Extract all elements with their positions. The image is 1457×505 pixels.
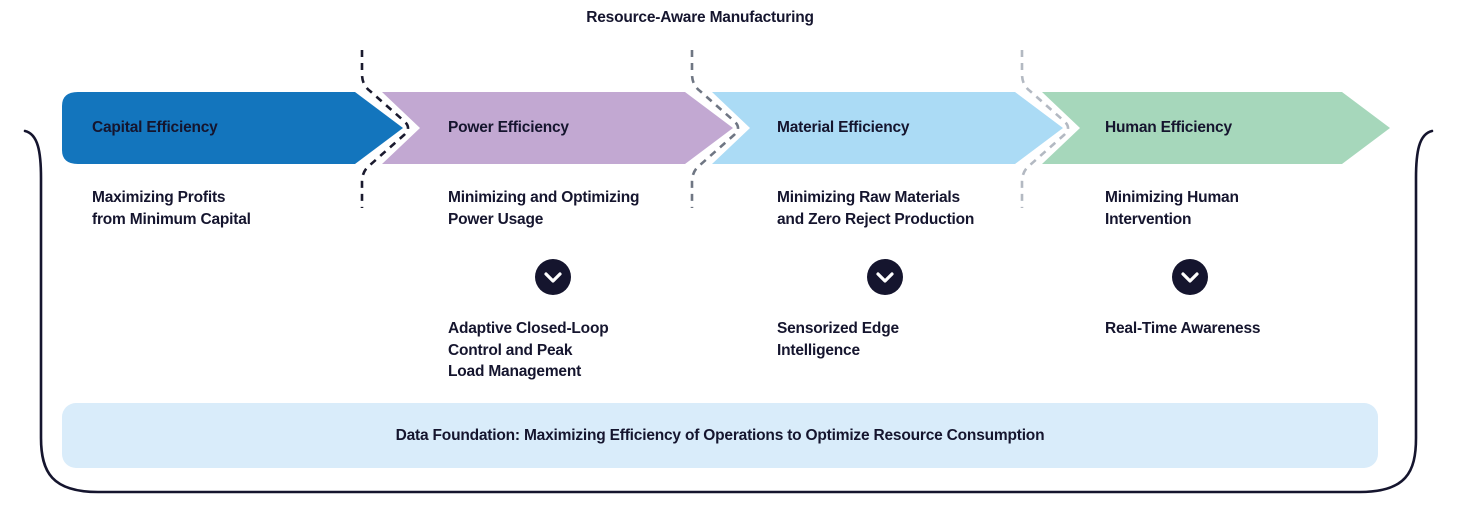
chevron-down-icon [1172, 259, 1208, 295]
divider-dashed-chevron-3 [1020, 50, 1070, 208]
diagram-title: Resource-Aware Manufacturing [586, 9, 814, 26]
stage-description-power: Minimizing and Optimizing Power Usage [448, 189, 640, 228]
enabler-label-human: Real-Time Awareness [1105, 320, 1261, 337]
stage-description-material: Minimizing Raw Materials and Zero Reject… [777, 189, 975, 228]
data-foundation-bar [62, 403, 1378, 468]
stage-description-human: Minimizing Human Intervention [1105, 189, 1239, 228]
chevron-down-icon [535, 259, 571, 295]
step-markers [535, 259, 1208, 295]
enabler-label-material: Sensorized Edge Intelligence [777, 320, 899, 359]
stage-label-material-efficiency: Material Efficiency [777, 119, 910, 136]
stage-arrows [56, 86, 1396, 170]
stage-label-capital-efficiency: Capital Efficiency [92, 119, 218, 136]
stage-label-power-efficiency: Power Efficiency [448, 119, 569, 136]
enabler-label-power: Adaptive Closed-Loop Control and Peak Lo… [448, 320, 609, 380]
bracket-outline [23, 129, 1434, 494]
divider-dashed-chevron-1 [360, 50, 410, 208]
stage-dividers [360, 50, 1070, 208]
arrow-power-efficiency [376, 86, 739, 170]
arrow-human-efficiency [1036, 86, 1396, 170]
stage-description-capital: Maximizing Profits from Minimum Capital [92, 189, 251, 228]
divider-dashed-chevron-2 [690, 50, 740, 208]
stage-label-human-efficiency: Human Efficiency [1105, 119, 1232, 136]
arrow-capital-efficiency [56, 86, 409, 170]
data-foundation-label: Data Foundation: Maximizing Efficiency o… [395, 427, 1045, 444]
arrow-material-efficiency [706, 86, 1069, 170]
chevron-down-icon [867, 259, 903, 295]
